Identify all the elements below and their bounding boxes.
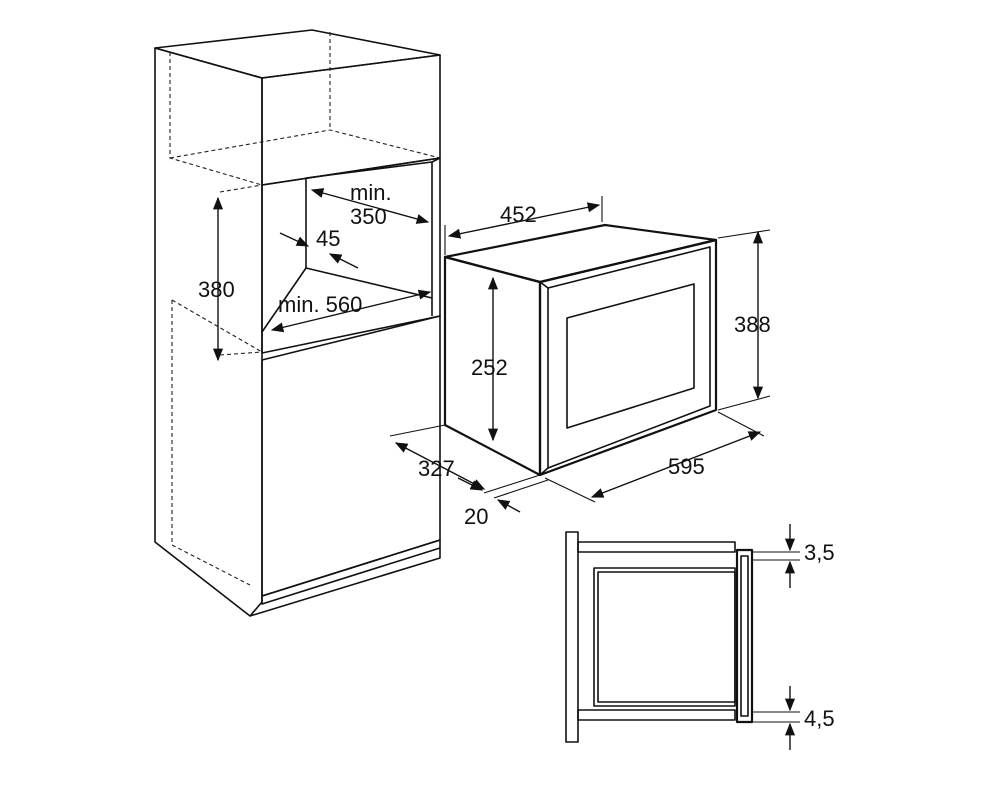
section-front-frame <box>735 548 754 724</box>
label-252: 252 <box>471 355 508 380</box>
offset-20-arrow-a <box>457 477 484 491</box>
depth-452-arrow <box>447 202 601 239</box>
section-cavity-inner <box>597 571 736 703</box>
label-4-5: 4,5 <box>804 706 835 731</box>
label-327: 327 <box>418 456 455 481</box>
cabinet-left-side <box>154 47 263 617</box>
hidden-niche-floor <box>219 351 263 356</box>
section-bottom-shelf <box>577 709 736 721</box>
ext-20 <box>493 479 549 499</box>
label-595: 595 <box>668 454 705 479</box>
label-20: 20 <box>464 504 488 529</box>
side-section-detail: 3,5 4,5 <box>565 524 835 750</box>
hidden-lower-top <box>171 299 263 353</box>
min-350-arrow <box>310 188 430 224</box>
label-45: 45 <box>316 226 340 251</box>
ext-388-top <box>717 229 771 239</box>
offset-20-arrow-b <box>496 499 521 513</box>
label-3-5: 3,5 <box>804 540 835 565</box>
oven-front-inner <box>547 246 711 469</box>
label-452: 452 <box>500 202 537 227</box>
oven <box>443 223 718 477</box>
depth-45-arrow-right <box>328 253 359 269</box>
width-595-arrow <box>590 431 762 498</box>
cabinet-plinth <box>261 539 441 605</box>
cabinet-base-edge <box>249 548 441 617</box>
section-panel <box>565 531 579 743</box>
ext-388-bottom <box>717 395 771 411</box>
label-388: 388 <box>734 312 771 337</box>
hidden-top-left <box>169 52 263 186</box>
depth-45-arrow-left <box>279 232 310 247</box>
ext-327-front <box>483 474 541 494</box>
cabinet <box>154 29 441 617</box>
label-min-350-prefix: min. <box>350 180 392 205</box>
section-front-inner <box>740 555 749 717</box>
hidden-top-back <box>169 129 441 159</box>
oven-frame-left <box>539 281 549 476</box>
depth-327-arrow <box>394 442 486 490</box>
min-560-arrow <box>270 289 432 333</box>
niche-right-edge <box>431 157 441 163</box>
cabinet-top <box>154 29 441 79</box>
section-top-shelf <box>577 541 736 553</box>
ext-595-left <box>544 477 596 503</box>
oven-window <box>566 283 695 429</box>
label-min-560: min. 560 <box>278 292 362 317</box>
label-380: 380 <box>198 277 235 302</box>
cabinet-lower-door <box>261 315 441 597</box>
oven-dimensions: 452 388 252 595 327 20 <box>389 196 771 529</box>
oven-front <box>538 238 718 477</box>
ext-327-back <box>389 424 446 437</box>
hidden-lower-left <box>171 300 251 586</box>
cabinet-dimensions: 380 min. 350 45 min. 560 <box>198 180 432 362</box>
label-min-350-value: 350 <box>350 204 387 229</box>
cabinet-top-block <box>261 54 441 186</box>
hidden-niche-left <box>219 184 263 193</box>
section-cavity <box>593 567 736 707</box>
